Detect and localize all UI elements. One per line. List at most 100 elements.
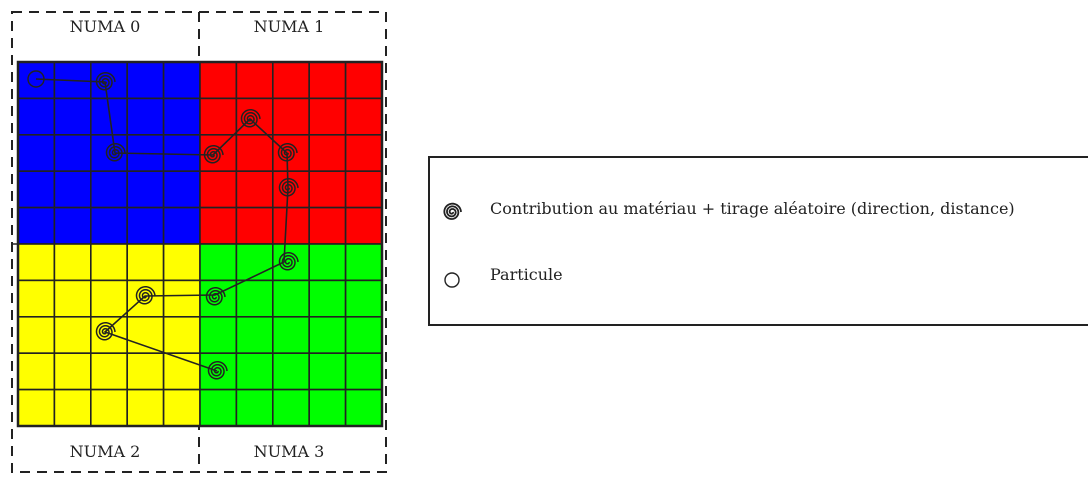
grid-cell-numa1 [308, 97, 347, 136]
grid-cell-numa1 [199, 206, 238, 245]
grid-cell-numa1 [199, 97, 238, 136]
spiral-marker [105, 142, 126, 162]
grid-cell-numa0 [126, 61, 165, 100]
grid-cell-numa1 [344, 134, 383, 173]
grid-cell-numa0 [53, 170, 92, 209]
grid-cell-numa0 [90, 206, 129, 245]
grid-cell-numa0 [162, 170, 201, 209]
grid-cell-numa2 [53, 243, 92, 282]
grid-cell-numa0 [17, 170, 56, 209]
grid-cell-numa3 [271, 352, 310, 391]
grid-cell-numa0 [162, 97, 201, 136]
grid-cell-numa2 [17, 243, 56, 282]
grid-cell-numa0 [53, 97, 92, 136]
particle-paths [35, 78, 289, 372]
grid-cell-numa2 [126, 352, 165, 391]
grid-cell-numa1 [271, 97, 310, 136]
spiral-marker [95, 71, 116, 91]
spiral-marker [203, 144, 224, 164]
grid-cell-numa0 [126, 206, 165, 245]
grid-cell-numa0 [162, 134, 201, 173]
grid-cell-numa3 [235, 243, 274, 282]
grid-cell-numa0 [162, 206, 201, 245]
grid-cell-numa3 [308, 388, 347, 427]
particle-marker [27, 70, 45, 88]
grid-cell-numa3 [199, 243, 238, 282]
numa-diagram: NUMA 0 NUMA 1 NUMA 2 NUMA 3 [11, 11, 387, 473]
grid-cell-numa0 [162, 61, 201, 100]
grid-cell-numa1 [344, 97, 383, 136]
grid-cell-numa0 [126, 97, 165, 136]
grid-cell-numa3 [271, 388, 310, 427]
grid-cell-numa1 [235, 170, 274, 209]
grid-border [16, 60, 384, 428]
grid-cell-numa1 [308, 206, 347, 245]
grid-cell-numa1 [199, 170, 238, 209]
grid-cell-numa1 [308, 61, 347, 100]
spiral-marker [240, 108, 261, 128]
grid-cell-numa3 [235, 352, 274, 391]
grid-cell-numa3 [199, 388, 238, 427]
grid-cell-numa1 [235, 134, 274, 173]
grid-cell-numa3 [308, 243, 347, 282]
contribution-legend-label: Contribution au matériau + tirage aléato… [490, 199, 1015, 218]
grid-cell-numa2 [90, 243, 129, 282]
grid-cell-numa1 [344, 206, 383, 245]
circle-icon [444, 272, 460, 288]
spiral-marker [135, 285, 156, 305]
grid-cell-numa2 [53, 315, 92, 354]
grid-cell-numa2 [90, 279, 129, 318]
grid-cell-numa3 [271, 243, 310, 282]
grid-cell-numa2 [162, 243, 201, 282]
grid-cell-numa1 [344, 170, 383, 209]
grid-cell-numa2 [17, 315, 56, 354]
grid-cell-numa3 [308, 279, 347, 318]
grid-cell-numa3 [308, 315, 347, 354]
numa-3-label: NUMA 3 [254, 442, 325, 461]
spiral-marker [95, 321, 116, 341]
grid-cell-numa2 [126, 279, 165, 318]
grid-cell-numa3 [344, 352, 383, 391]
grid-cell-numa0 [53, 134, 92, 173]
numa-2-label: NUMA 2 [70, 442, 141, 461]
grid-cell-numa2 [90, 352, 129, 391]
grid-cell-numa1 [344, 61, 383, 100]
spiral-marker [278, 251, 299, 271]
particle-legend-label: Particule [490, 265, 563, 284]
grid-cell-numa2 [126, 243, 165, 282]
grid-cell-numa0 [17, 97, 56, 136]
grid-cell-numa3 [235, 279, 274, 318]
grid-cell-numa3 [199, 315, 238, 354]
grid-cell-numa3 [271, 315, 310, 354]
grid-cell-numa0 [17, 206, 56, 245]
grid-cell-numa1 [308, 134, 347, 173]
grid-cell-numa2 [17, 388, 56, 427]
grid-cell-numa1 [235, 61, 274, 100]
path-segment [35, 78, 289, 372]
grid-cell-numa1 [199, 61, 238, 100]
grid-cell-numa3 [344, 243, 383, 282]
grid-cell-numa3 [344, 388, 383, 427]
numa-0-label: NUMA 0 [70, 17, 141, 36]
grid-cell-numa3 [344, 279, 383, 318]
grid-cell-numa1 [235, 206, 274, 245]
grid-cell-numa0 [53, 206, 92, 245]
grid-cell-numa1 [271, 170, 310, 209]
grid-cell-numa0 [90, 170, 129, 209]
grid-cell-numa3 [235, 315, 274, 354]
grid-cell-numa1 [271, 206, 310, 245]
grid-cell-numa2 [162, 315, 201, 354]
spiral-marker [205, 286, 226, 306]
grid-cell-numa2 [53, 352, 92, 391]
grid-cell-numa1 [308, 170, 347, 209]
markers [27, 70, 299, 380]
spiral-marker [278, 177, 299, 197]
spiral-icon [443, 202, 462, 220]
legend-box: Contribution au matériau + tirage aléato… [428, 156, 1088, 326]
grid-cell-numa0 [17, 134, 56, 173]
grid-cell-numa1 [271, 61, 310, 100]
grid-cell-numa2 [126, 388, 165, 427]
cell-grid [16, 60, 384, 428]
grid-cell-numa2 [90, 388, 129, 427]
grid-cell-numa0 [90, 97, 129, 136]
